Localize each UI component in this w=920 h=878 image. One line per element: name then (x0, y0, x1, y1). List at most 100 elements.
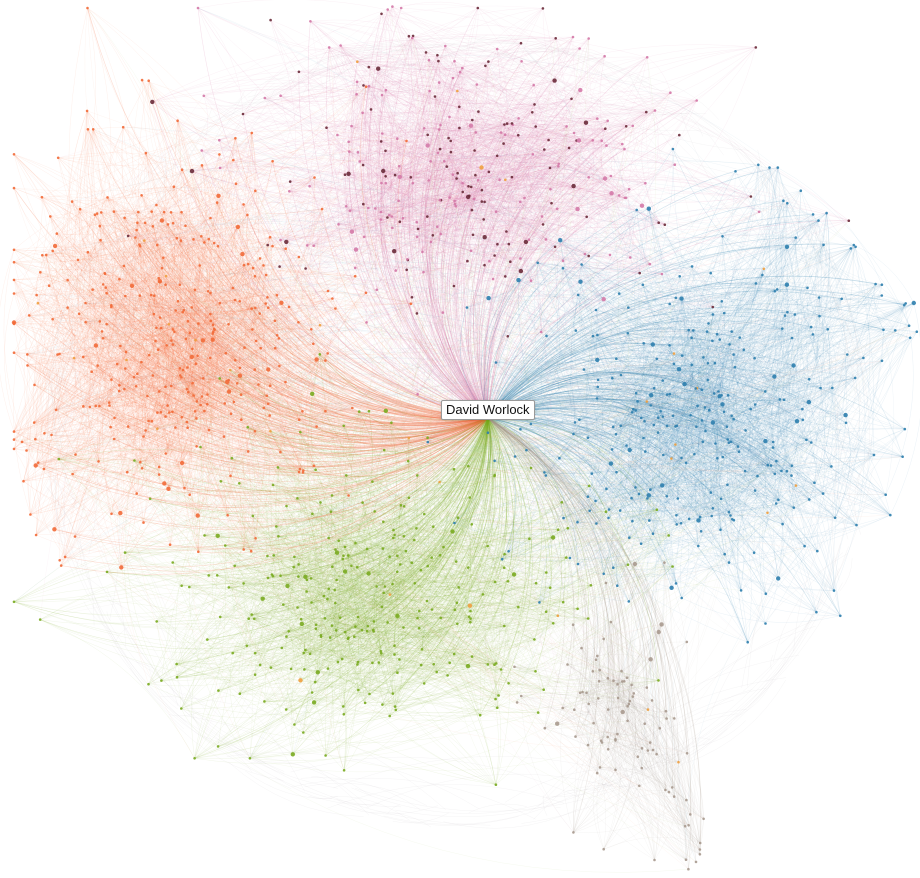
graph-edge (38, 324, 107, 463)
graph-edge (143, 340, 204, 437)
graph-edge (175, 120, 241, 369)
graph-edge (125, 237, 271, 369)
graph-edge (157, 381, 286, 415)
graph-edge (201, 165, 300, 473)
graph-edge (100, 212, 136, 238)
graph-edge (23, 348, 276, 482)
graph-edge (144, 217, 211, 431)
graph-edge (94, 214, 147, 437)
graph-edge (13, 388, 187, 450)
graph-edge (46, 254, 245, 348)
graph-edge (83, 289, 121, 514)
graph-edge (137, 222, 211, 358)
graph-edge (114, 386, 137, 419)
graph-edge (165, 340, 257, 454)
graph-edge (92, 265, 200, 292)
graph-edge (242, 204, 269, 308)
graph-edge (219, 137, 236, 155)
graph-edge (13, 186, 174, 263)
graph-edge (92, 289, 169, 489)
graph-edge (151, 294, 249, 452)
graph-edge (61, 129, 94, 308)
graph-edge (52, 250, 157, 329)
graph-edge (29, 314, 159, 350)
graph-edge (139, 246, 203, 397)
graph-edge (100, 195, 142, 241)
graph-edge (136, 313, 211, 494)
graph-edge (138, 212, 167, 277)
graph-edge (13, 293, 188, 327)
graph-edge (48, 285, 166, 417)
graph-edge (165, 237, 271, 417)
graph-edge (113, 438, 190, 496)
graph-edge (83, 406, 187, 426)
graph-edge (100, 240, 182, 418)
graph-edge (161, 220, 276, 321)
graph-edge (156, 327, 300, 473)
graph-edge (27, 240, 182, 355)
graph-edge (48, 137, 236, 286)
graph-edge (141, 195, 256, 309)
graph-edge (213, 242, 278, 336)
graph-edge (52, 318, 190, 495)
graph-edge (102, 86, 367, 339)
graph-edge (43, 367, 241, 470)
graph-edge (50, 216, 252, 309)
graph-edge (172, 411, 232, 419)
graph-edge (41, 197, 138, 494)
graph-edge (45, 197, 108, 256)
graph-edge (119, 325, 321, 392)
graph-edge (201, 86, 367, 166)
graph-edge (191, 307, 212, 322)
graph-edge (37, 248, 286, 307)
graph-edge (153, 313, 167, 413)
graph-edge (87, 7, 209, 395)
graph-edge (171, 385, 353, 416)
graph-edge (21, 419, 242, 453)
graph-edge (95, 351, 127, 407)
graph-edge (29, 292, 107, 316)
graph-edge (27, 345, 167, 364)
graph-edge (233, 160, 256, 192)
graph-edge (36, 294, 166, 454)
graph-edge (13, 322, 122, 568)
graph-edge (59, 129, 115, 561)
graph-edge (214, 329, 300, 420)
graph-edge (77, 259, 160, 468)
graph-edge (233, 159, 269, 298)
graph-edge (182, 86, 367, 371)
graph-edge (197, 465, 315, 516)
graph-edge (155, 340, 188, 423)
graph-edge (141, 369, 184, 469)
graph-edge (241, 384, 259, 395)
graph-edge (168, 321, 196, 489)
graph-edge (155, 340, 301, 470)
graph-edge (41, 197, 141, 463)
graph-edge (156, 327, 181, 369)
graph-edge (105, 177, 315, 288)
graph-edge (34, 308, 252, 423)
graph-edge (181, 214, 248, 418)
graph-edge (124, 217, 228, 383)
graph-edge (95, 345, 126, 369)
graph-edge (57, 354, 170, 413)
graph-edge (138, 211, 154, 227)
graph-edge (26, 236, 271, 451)
graph-edge (54, 429, 210, 530)
graph-edge (212, 190, 256, 332)
graph-edge (106, 225, 186, 294)
graph-edge (168, 339, 214, 489)
graph-edge (67, 307, 161, 322)
graph-edge (126, 359, 231, 476)
graph-edge (95, 390, 203, 407)
graph-edge (101, 212, 172, 219)
graph-edge (83, 356, 198, 516)
graph-edge (75, 344, 173, 455)
graph-edge (54, 226, 154, 530)
graph-edge (181, 340, 204, 552)
graph-edge (43, 468, 198, 517)
graph-edge (82, 246, 141, 357)
graph-edge (85, 190, 256, 323)
graph-edge (303, 353, 330, 471)
graph-edge (13, 308, 252, 338)
